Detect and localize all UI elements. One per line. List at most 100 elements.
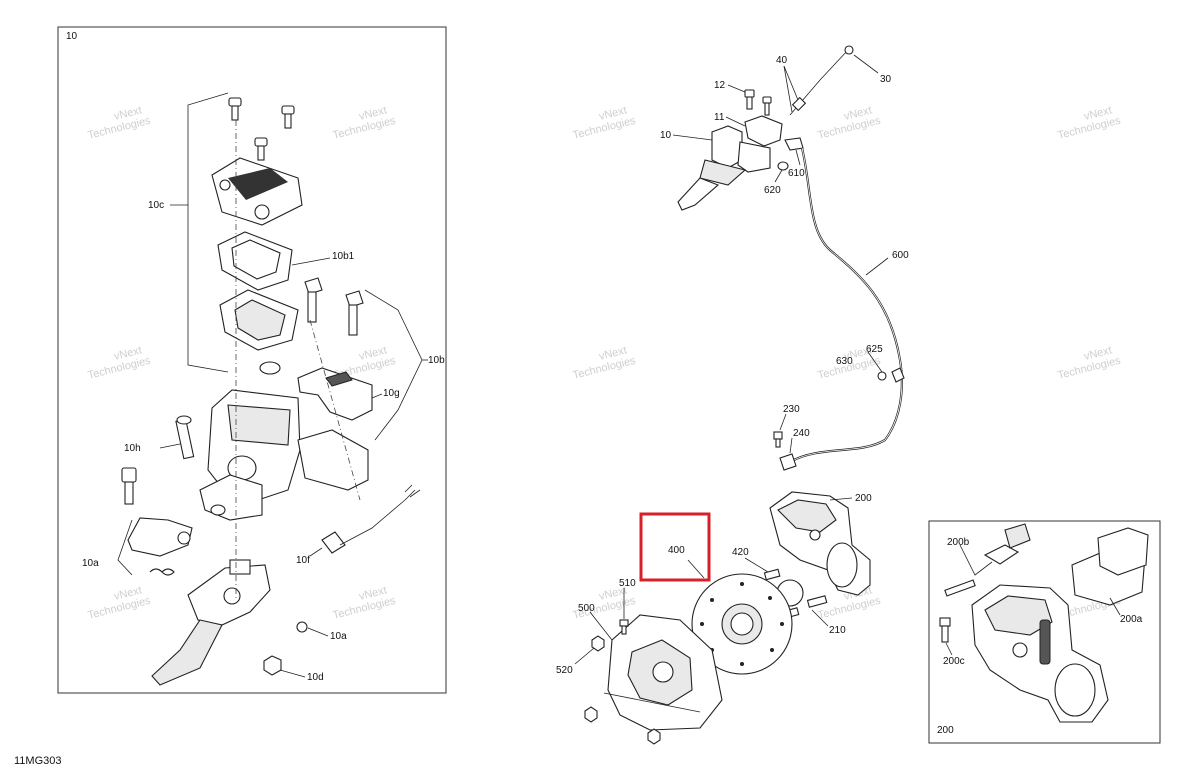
leader-230 (779, 413, 787, 431)
cap-screws (228, 97, 295, 161)
upper-clamp-11 (744, 115, 783, 147)
leader-620 (774, 169, 783, 183)
reservoir-cap (211, 157, 303, 226)
bleeder-230 (773, 431, 783, 448)
leader-10a-lower (307, 627, 329, 637)
throttle-cable-40 (789, 45, 854, 116)
clamp-bolts (304, 277, 364, 336)
left-panel-frame (57, 26, 447, 694)
leader-500 (589, 611, 613, 641)
leader-610 (795, 149, 801, 166)
inset-panel-frame (928, 520, 1161, 744)
callout-40: 40 (776, 55, 788, 66)
diaphragm-plate (217, 231, 293, 291)
leader-10-small (672, 134, 713, 141)
bracket-10a (117, 519, 133, 576)
guard-screw-510 (619, 619, 629, 635)
leader-10b1 (291, 257, 331, 266)
caliper-inset (971, 584, 1109, 723)
handlebar-clamp (297, 367, 373, 421)
leader-30 (853, 54, 879, 74)
leader-200b (959, 544, 993, 576)
hose-guide-625 (877, 371, 887, 381)
callout-10d: 10d (307, 672, 324, 683)
bleeder-200c (939, 617, 951, 643)
callout-610: 610 (788, 168, 805, 179)
leader-40a (783, 65, 799, 101)
brake-hose-600 (789, 147, 903, 463)
brake-lever (151, 559, 271, 686)
callout-10c: 10c (148, 200, 164, 211)
callout-200: 200 (855, 493, 872, 504)
leader-625 (867, 351, 883, 373)
callout-10f: 10f (296, 555, 310, 566)
leader-40b (783, 65, 793, 113)
callout-10h: 10h (124, 443, 141, 454)
disc-guard-500 (603, 614, 723, 731)
guard-nut-lower-2 (647, 728, 661, 745)
brake-hose-600-inner (789, 147, 903, 463)
leader-200 (829, 497, 853, 501)
hose-clip-610 (784, 137, 804, 151)
callout-10b: 10b (428, 355, 445, 366)
callout-630: 630 (836, 356, 853, 367)
callout-620: 620 (764, 185, 781, 196)
lever-nut (263, 655, 282, 676)
leader-200c (945, 642, 953, 656)
callout-12: 12 (714, 80, 726, 91)
banjo-240 (779, 453, 797, 471)
guard-nut-lower-1 (584, 706, 598, 723)
brake-disc-400 (691, 573, 793, 675)
callout-10a-upper: 10a (82, 558, 99, 569)
callout-210: 210 (829, 625, 846, 636)
leader-600 (865, 257, 889, 276)
callout-600: 600 (892, 250, 909, 261)
screw-12b (762, 96, 772, 116)
callout-200a: 200a (1120, 614, 1143, 625)
leader-240 (789, 437, 793, 454)
leader-400 (687, 559, 705, 579)
left-panel-ref: 10 (66, 31, 78, 42)
callout-200b: 200b (947, 537, 970, 548)
brake-pads-200a (1071, 527, 1149, 606)
callout-400: 400 (668, 545, 685, 556)
callout-510: 510 (619, 578, 636, 589)
leader-10g (371, 393, 383, 399)
screw-12 (744, 89, 755, 110)
master-cylinder-body (199, 389, 369, 521)
callout-230: 230 (783, 404, 800, 415)
diagram-code: 11MG303 (14, 755, 62, 767)
leader-10d (279, 669, 306, 678)
circlip (296, 621, 308, 633)
callout-200c: 200c (943, 656, 965, 667)
pad-pin-200b (944, 523, 1031, 597)
brake-light-switch (321, 484, 421, 554)
leader-200a (1109, 597, 1121, 616)
inset-panel-ref: 200 (937, 725, 954, 736)
leader-10f (309, 547, 323, 557)
leader-12 (727, 84, 746, 93)
callout-625: 625 (866, 344, 883, 355)
callout-30: 30 (880, 74, 892, 85)
reservoir-seal (259, 361, 281, 375)
callout-240: 240 (793, 428, 810, 439)
callout-11: 11 (714, 112, 725, 123)
lever-bushing (127, 517, 193, 557)
diaphragm (219, 289, 299, 351)
brake-caliper-200 (769, 491, 871, 596)
pivot-pin (175, 415, 195, 460)
leader-520 (574, 647, 595, 665)
leader-11 (725, 116, 746, 127)
return-spring (149, 568, 175, 576)
hose-washer-620 (777, 161, 789, 171)
leader-420 (744, 557, 769, 573)
callout-10-small: 10 (660, 130, 672, 141)
master-cylinder-small (677, 125, 771, 211)
leader-210 (811, 609, 829, 627)
guard-nut-520 (591, 635, 605, 652)
hose-guide-630 (891, 367, 905, 383)
callout-10a-lower: 10a (330, 631, 347, 642)
clamp-axis (309, 319, 361, 501)
callout-500: 500 (578, 603, 595, 614)
